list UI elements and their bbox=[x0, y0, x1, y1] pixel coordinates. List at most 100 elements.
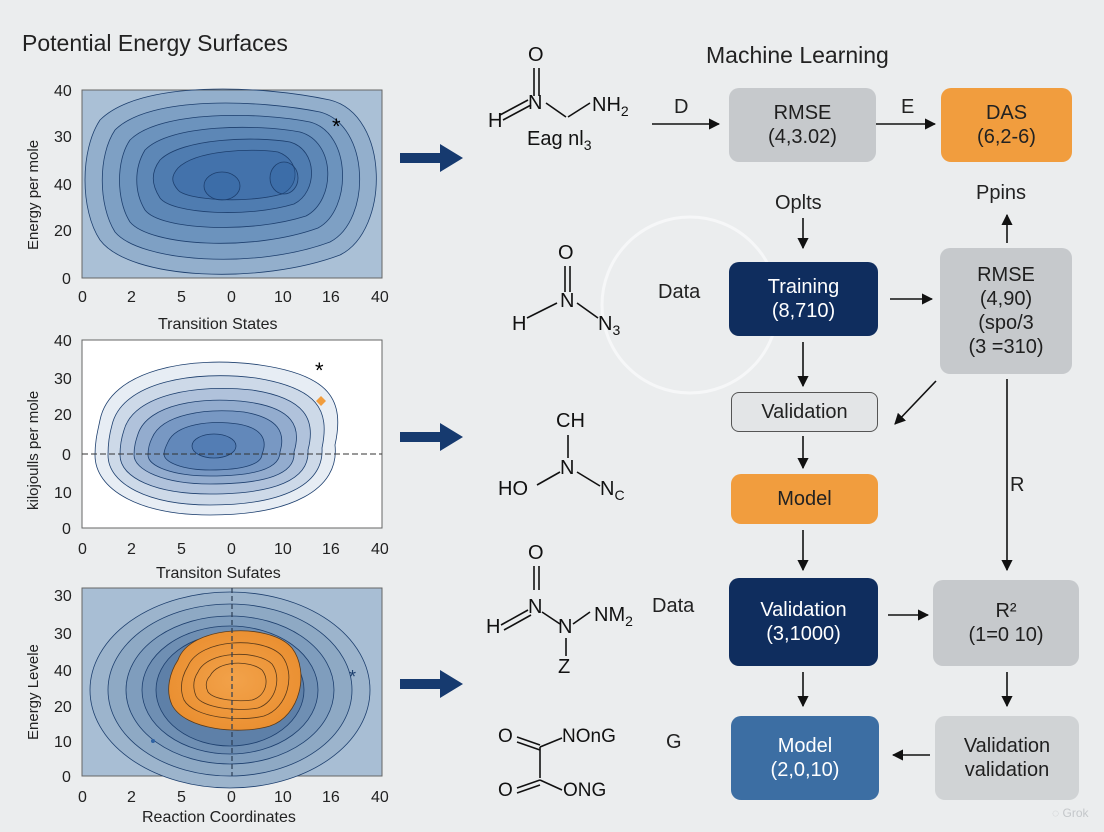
plot-3-ylabel: Energy Levele bbox=[25, 644, 42, 740]
plot-1-ytick: 40 bbox=[54, 83, 72, 100]
edge-label-oplts: Oplts bbox=[775, 192, 822, 214]
plot-2-xlabel: Transiton Sufates bbox=[156, 565, 281, 582]
plot-1: * 40 30 40 20 0 0 2 5 0 10 16 40 Transit… bbox=[25, 83, 389, 333]
group-nong: NOnG bbox=[562, 726, 616, 747]
plot-1-xtick: 40 bbox=[371, 289, 389, 306]
plot-1-xtick: 0 bbox=[227, 289, 236, 306]
atom-n: N bbox=[558, 616, 573, 638]
atom-o: O bbox=[528, 44, 544, 66]
edge-label-ppins: Ppins bbox=[976, 182, 1027, 204]
box-value: (6,2-6) bbox=[977, 126, 1036, 148]
atom-o: O bbox=[558, 242, 574, 264]
r-squared-box[interactable]: R² (1=0 10) bbox=[933, 580, 1079, 666]
plot-3-xtick: 5 bbox=[177, 789, 186, 806]
rmse-box[interactable]: RMSE (4,3.02) bbox=[729, 88, 876, 162]
box-value: (2,0,10) bbox=[770, 759, 840, 781]
plot-2-xtick: 40 bbox=[371, 541, 389, 558]
group-nh2: NH2 bbox=[592, 94, 629, 119]
box-value: (8,710) bbox=[771, 300, 836, 322]
plot-3-xtick: 0 bbox=[78, 789, 87, 806]
model-result-box[interactable]: Model (2,0,10) bbox=[731, 716, 879, 800]
edge-label-e: E bbox=[901, 96, 915, 118]
box-value: (spo/3 bbox=[978, 312, 1034, 334]
watermark-icon: ◌ bbox=[1052, 806, 1060, 820]
watermark: ◌ Grok bbox=[1052, 806, 1089, 820]
group-ch: CH bbox=[556, 410, 585, 432]
plot-2-ytick: 10 bbox=[54, 485, 72, 502]
das-box[interactable]: DAS (6,2-6) bbox=[941, 88, 1072, 162]
box-title: Model bbox=[777, 735, 833, 757]
plot-3-ytick: 10 bbox=[54, 734, 72, 751]
box-title: DAS bbox=[985, 102, 1028, 124]
molecule-bonds bbox=[499, 68, 601, 794]
box-title: Validation bbox=[963, 735, 1051, 757]
plot-1-star: * bbox=[332, 114, 341, 139]
model-box[interactable]: Model bbox=[731, 474, 878, 524]
edge-label-d: D bbox=[674, 96, 689, 118]
box-value: (1=0 10) bbox=[968, 624, 1044, 646]
plot-1-ytick: 20 bbox=[54, 223, 72, 240]
plot-3-ytick: 20 bbox=[54, 699, 72, 716]
plot-3-ytick: 30 bbox=[54, 626, 72, 643]
validation-outline-box[interactable]: Validation bbox=[731, 392, 878, 432]
group-nm2: NM2 bbox=[594, 604, 633, 629]
plot-1-ytick: 30 bbox=[54, 129, 72, 146]
atom-o: O bbox=[528, 542, 544, 564]
plot-3-xtick: 10 bbox=[274, 789, 292, 806]
plot-1-xtick: 2 bbox=[127, 289, 136, 306]
plot-1-xtick: 16 bbox=[322, 289, 340, 306]
validation-result-box[interactable]: Validation validation bbox=[935, 716, 1079, 800]
box-value: (3,1000) bbox=[766, 623, 841, 645]
group-ong: ONG bbox=[563, 780, 607, 801]
data-label: Data bbox=[658, 281, 701, 303]
plot-2-ytick: 0 bbox=[62, 521, 71, 538]
group-nc: NC bbox=[600, 478, 625, 503]
plot-2-xtick: 2 bbox=[127, 541, 136, 558]
box-title: RMSE bbox=[977, 264, 1035, 286]
box-title: Validation bbox=[761, 401, 848, 423]
plot-2: * 40 30 20 0 10 0 0 2 5 0 10 16 40 Trans… bbox=[25, 333, 389, 582]
atom-n: N bbox=[560, 290, 575, 312]
atom-n: N bbox=[560, 457, 575, 479]
box-value: (4,90) bbox=[979, 288, 1033, 310]
atom-h: H bbox=[488, 110, 503, 132]
plot-2-xtick: 5 bbox=[177, 541, 186, 558]
plot-1-xtick: 10 bbox=[274, 289, 292, 306]
atom-h: H bbox=[512, 313, 527, 335]
plot-2-star: * bbox=[315, 358, 324, 383]
atom-n: N bbox=[528, 596, 543, 618]
edge-label-r: R bbox=[1010, 474, 1025, 496]
box-title: Model bbox=[777, 488, 832, 510]
plot-2-xtick: 0 bbox=[227, 541, 236, 558]
plot-3-ytick: 40 bbox=[54, 663, 72, 680]
plot-1-ytick: 40 bbox=[54, 177, 72, 194]
molecule-1-caption: Eag nl3 bbox=[527, 128, 592, 153]
rmse-detail-box[interactable]: RMSE (4,90) (spo/3 (3 =310) bbox=[940, 248, 1072, 374]
group-ho: HO bbox=[498, 478, 528, 500]
atom-o: O bbox=[498, 726, 513, 747]
plot-1-ylabel: Energy per mole bbox=[25, 140, 42, 250]
atom-o: O bbox=[498, 780, 513, 801]
plot-2-xtick: 16 bbox=[322, 541, 340, 558]
plot-2-ytick: 30 bbox=[54, 371, 72, 388]
box-value: validation bbox=[964, 759, 1050, 781]
flow-arrows bbox=[652, 118, 1013, 761]
atom-n: N bbox=[528, 92, 543, 114]
validation-box[interactable]: Validation (3,1000) bbox=[729, 578, 878, 666]
right-section-title: Machine Learning bbox=[706, 42, 889, 68]
box-title: Training bbox=[767, 276, 840, 298]
data-label: Data bbox=[652, 595, 695, 617]
box-value: (3 =310) bbox=[968, 336, 1044, 358]
plot-3-ytick: 30 bbox=[54, 588, 72, 605]
plot-3-xtick: 0 bbox=[227, 789, 236, 806]
training-box[interactable]: Training (8,710) bbox=[729, 262, 878, 336]
plot-2-ylabel: kilojoulls per mole bbox=[25, 391, 42, 510]
edge-label-g: G bbox=[666, 731, 682, 753]
box-title: RMSE bbox=[773, 102, 832, 124]
plot-3-xtick: 40 bbox=[371, 789, 389, 806]
box-title: Validation bbox=[760, 599, 847, 621]
left-section-title: Potential Energy Surfaces bbox=[22, 30, 288, 56]
group-n3: N3 bbox=[598, 313, 621, 338]
plot-2-ytick: 0 bbox=[62, 447, 71, 464]
